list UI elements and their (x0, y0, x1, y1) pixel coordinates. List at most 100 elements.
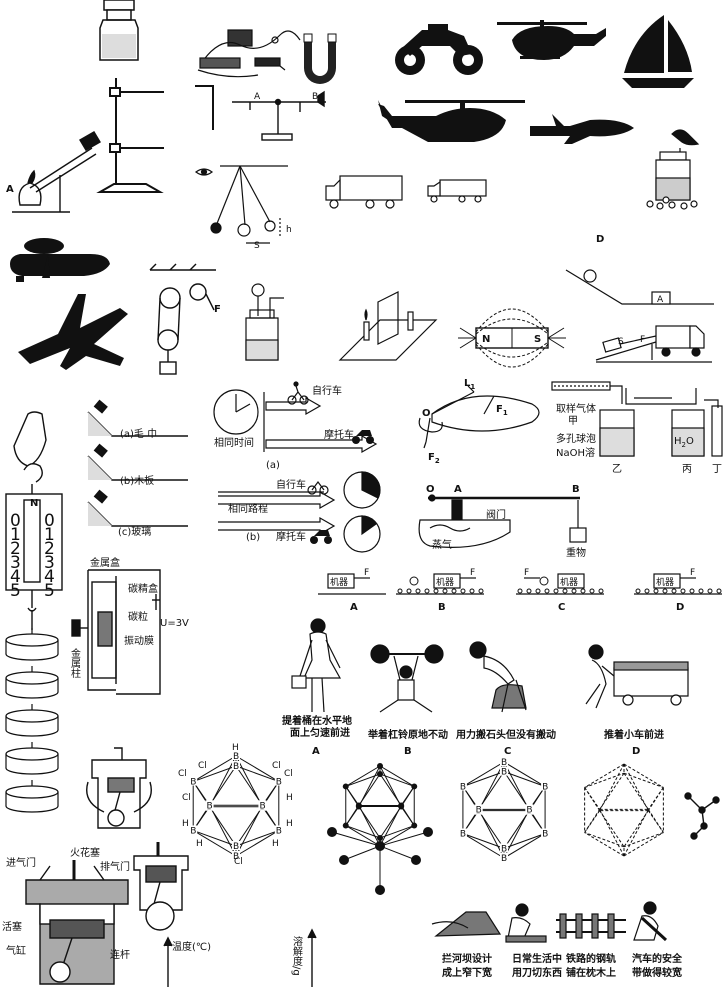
bond (193, 829, 237, 847)
roller (517, 588, 523, 594)
bond (400, 805, 415, 826)
bond (379, 825, 415, 839)
bond (623, 809, 649, 857)
scale-num-right: 3 (44, 553, 55, 573)
atom-bg (232, 751, 240, 760)
atom-ball (377, 763, 383, 769)
pulley-force: F (214, 304, 221, 315)
mic-box: 金属盒 (90, 556, 120, 569)
bond (503, 761, 546, 787)
scale-num-left: 3 (10, 553, 21, 573)
valve-steam: 蒸气 (432, 538, 452, 551)
bond (623, 832, 664, 857)
bond (478, 809, 505, 859)
roller (716, 588, 722, 594)
ball-stick-cluster (327, 763, 433, 895)
engine-rod: 连杆 (110, 948, 130, 961)
mic-carbon-grain: 碳粒 (128, 610, 148, 623)
roller (662, 588, 668, 594)
bond (235, 805, 263, 857)
roller (698, 588, 704, 594)
race-a-motorcycle: 摩托车 (324, 428, 354, 441)
roller (526, 588, 532, 594)
force-label: F (524, 568, 529, 578)
sailboat-icon (622, 15, 694, 88)
propeller-plane-icon (10, 238, 110, 282)
atom-bg (232, 841, 240, 850)
roller (544, 588, 550, 594)
atom-ball (423, 827, 433, 837)
work-option: A (312, 746, 320, 757)
force-label: F (364, 568, 369, 578)
atom-bg (274, 776, 283, 786)
work-option: D (632, 746, 640, 757)
gas-h2o-sub: 2 (682, 441, 686, 449)
substituent-atom: H (182, 819, 189, 829)
carbon-microphone-diagram (71, 569, 161, 695)
bond (647, 787, 664, 811)
motorcycle-small-icon (352, 430, 374, 444)
svg-text:H2O: H2O (674, 436, 694, 449)
boron-atom: B (501, 854, 507, 864)
pressure-rail-icon (556, 913, 626, 939)
pressure-caption: 汽车的安全 (632, 952, 683, 965)
scale-num-right: 5 (44, 581, 55, 601)
atom-bg (541, 828, 550, 838)
pendulum-icon (194, 165, 288, 244)
machine-option-label: C (558, 602, 565, 613)
wash-bottle-icon (245, 283, 284, 361)
bond (235, 755, 263, 807)
atom-bg (541, 781, 550, 791)
weight-top (5, 709, 59, 723)
gas-h2o-h: H (674, 436, 682, 447)
atom-bg (189, 825, 198, 835)
race-same-distance: 相同路程 (228, 502, 268, 515)
weight-top (5, 785, 59, 799)
roller (562, 588, 568, 594)
boron-atom: B (526, 805, 532, 815)
incline-f: F (640, 335, 645, 345)
valve-o: O (426, 484, 435, 495)
pressure-seatbelt-icon (633, 901, 668, 942)
roller (478, 588, 484, 594)
scale-num-left: 5 (10, 581, 21, 601)
lever-f1: F (496, 404, 503, 415)
weights-icon (5, 628, 59, 813)
pressure-caption: 带做得较宽 (632, 966, 682, 979)
bond (503, 833, 546, 859)
substituent-atom: Cl (272, 761, 281, 771)
bond (462, 833, 505, 859)
boron-atom: B (233, 852, 239, 862)
boron-atom: B (460, 783, 466, 793)
attack-helicopter-icon (378, 100, 525, 142)
race-same-time: 相同时间 (214, 436, 254, 449)
lever-forces-diagram (418, 385, 540, 449)
atom-ball (327, 827, 337, 837)
mirror-candle-icon (338, 291, 438, 361)
bond (584, 832, 625, 857)
substituent-atom: Cl (182, 793, 191, 803)
atom-bg (189, 776, 198, 786)
svg-text:h: h (286, 225, 292, 235)
scale-num-right: 2 (44, 539, 55, 559)
incline-truck-icon (595, 325, 712, 363)
engine-small-icon (133, 842, 189, 931)
race-a-bicycle: 自行车 (312, 384, 342, 397)
roller (689, 588, 695, 594)
lever-l1-sub: 1 (470, 383, 475, 391)
race-b-bicycle: 自行车 (276, 478, 306, 491)
bond (503, 833, 546, 849)
gas-yi: 乙 (612, 463, 622, 475)
valve-b: B (572, 484, 580, 495)
atom-ball (355, 802, 362, 809)
work-caption: 推着小车前进 (604, 728, 664, 741)
gas-sample-label: 取样气体 (556, 402, 596, 415)
engine-spark: 火花塞 (70, 846, 100, 859)
surface-glass (87, 489, 188, 527)
atom-ball (339, 855, 349, 865)
atom-bg (500, 757, 508, 766)
engine-cutaway-diagram (25, 860, 129, 985)
roller (653, 588, 659, 594)
pressure-caption: 用刀切东西 (511, 966, 562, 979)
gas-porous: 多孔球泡 (556, 432, 596, 445)
